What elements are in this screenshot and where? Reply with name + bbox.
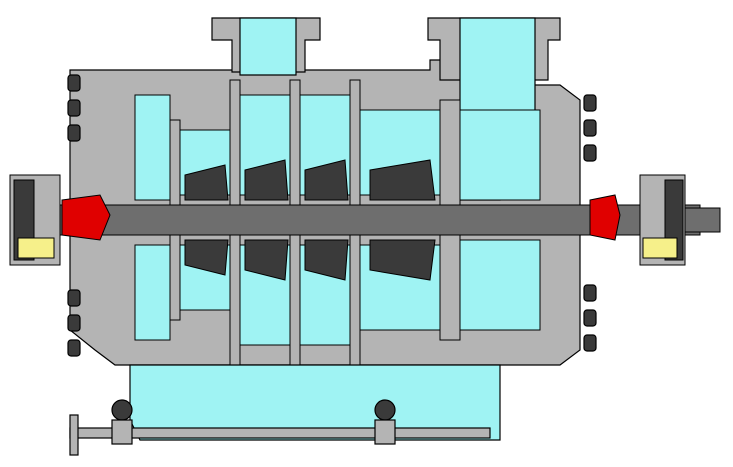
bearing-right-yellow	[642, 237, 678, 259]
impeller-1	[184, 164, 229, 276]
shaft-assembly	[19, 204, 721, 236]
valve-1	[111, 399, 133, 445]
bearing-right-red	[589, 194, 621, 241]
impeller-3	[304, 159, 349, 281]
impeller-4	[369, 159, 436, 281]
valve-2	[374, 399, 396, 445]
coupling-end	[679, 207, 721, 233]
bearing-housing-right	[589, 174, 686, 266]
volute-upper	[459, 109, 541, 201]
volute-lower	[459, 239, 541, 331]
bearing-housing-left	[9, 174, 111, 266]
drain-piping	[69, 364, 501, 456]
impeller-2	[244, 159, 289, 281]
impellers	[184, 159, 436, 281]
bearing-left-red	[61, 194, 111, 241]
suction-nozzle-bore	[239, 17, 297, 76]
suction-chamber	[134, 94, 171, 201]
suction-chamber-lower	[134, 244, 171, 341]
shaft	[19, 204, 701, 236]
bearing-left-yellow	[17, 237, 55, 259]
